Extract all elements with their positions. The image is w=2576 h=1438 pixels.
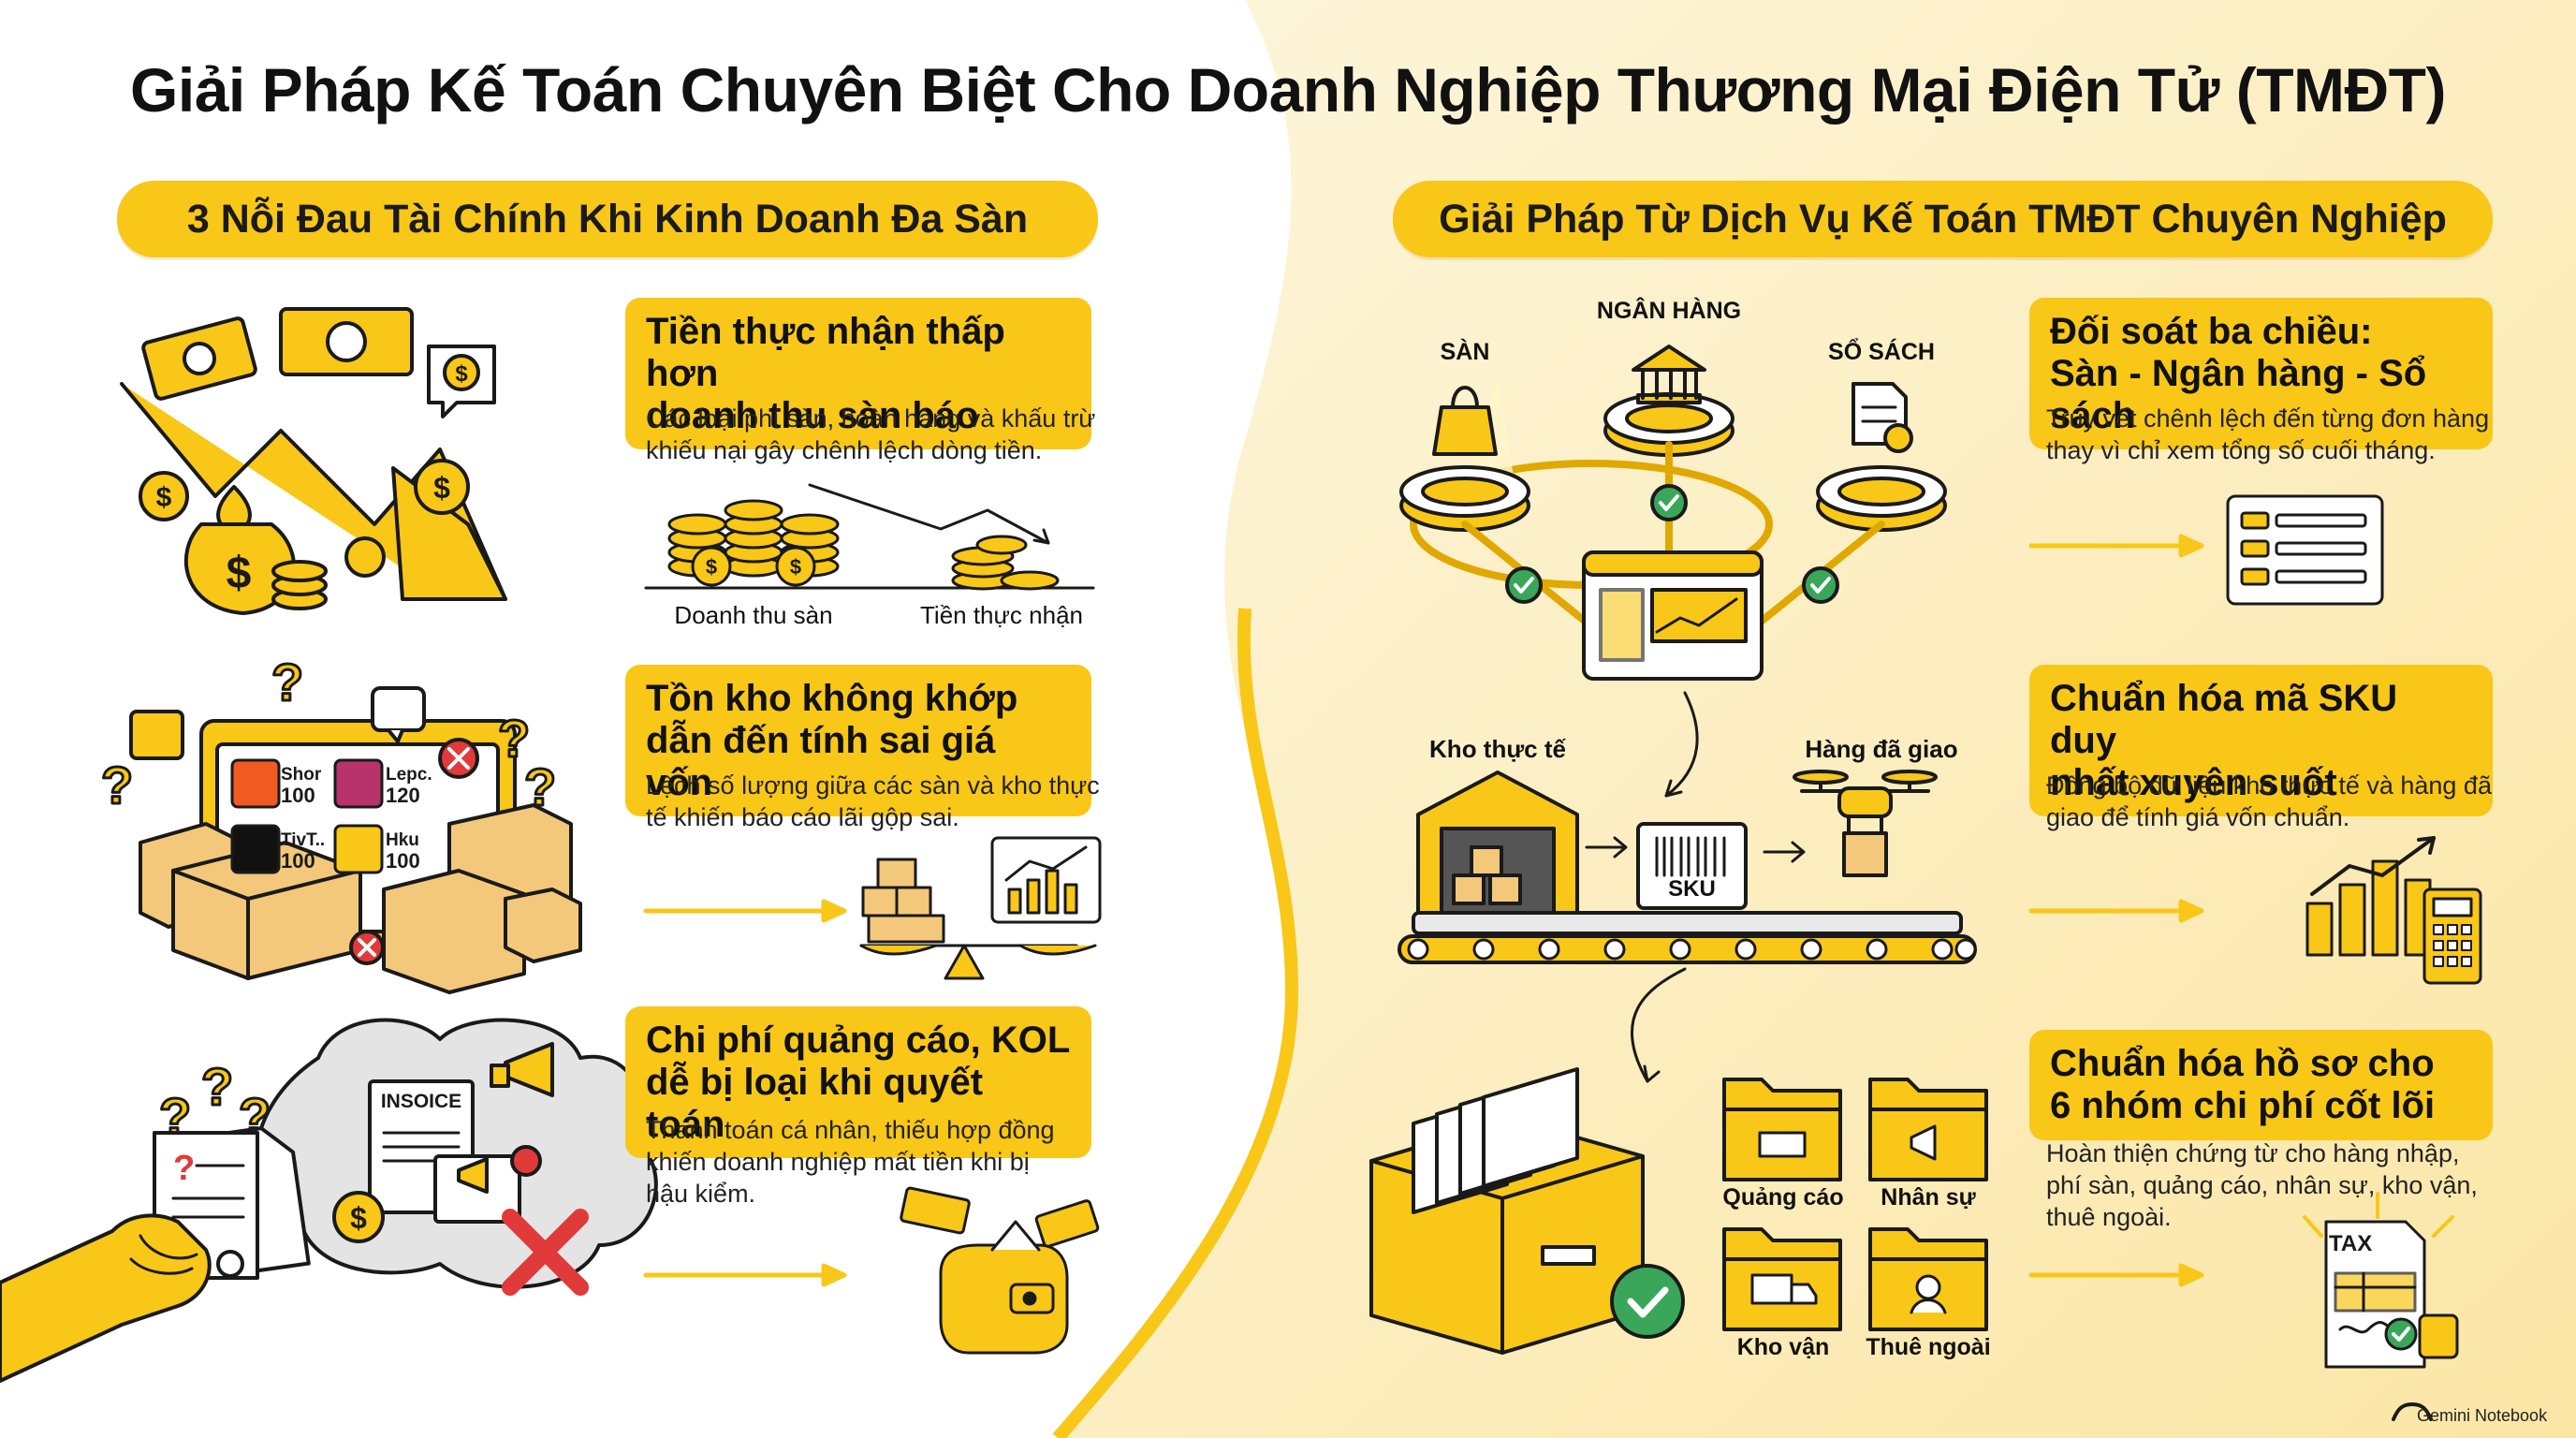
svg-text:?: ? (173, 1149, 195, 1188)
solution-2-title: Chuẩn hóa mã SKU duy nhất xuyên suốt (2029, 665, 2493, 817)
svg-text:?: ? (201, 1057, 233, 1116)
wallet-illustration (900, 1186, 1100, 1355)
svg-text:$: $ (433, 471, 450, 505)
svg-text:$: $ (350, 1201, 367, 1235)
money-falling-illustration: $ $ $ $ (120, 307, 507, 615)
svg-text:$: $ (227, 549, 252, 598)
svg-text:?: ? (524, 757, 556, 816)
svg-text:?: ? (271, 653, 303, 712)
footer-brand: Gemini Notebook (2417, 1406, 2548, 1425)
svg-text:?: ? (101, 756, 133, 814)
svg-text:$: $ (156, 482, 172, 513)
platform-tiles (230, 758, 384, 874)
folder-label-logistics: Kho vận (1736, 1334, 1830, 1360)
page-title: Giải Pháp Kế Toán Chuyên Biệt Cho Doanh … (130, 55, 2446, 125)
three-way-reconciliation-diagram (1399, 345, 1947, 798)
order-checklist-icon (2226, 494, 2384, 606)
solution-2-desc: Đồng bộ dữ liệu kho thực tế và hàng đã g… (2046, 771, 2492, 832)
revenue-vs-received-chart: $ $ (644, 483, 1095, 591)
chart-label-received: Tiền thực nhận (920, 601, 1083, 629)
label-warehouse: Kho thực tế (1429, 735, 1566, 763)
growth-calculator-icon (2305, 836, 2482, 985)
solution-3-desc: Hoàn thiện chứng từ cho hàng nhập, phí s… (2046, 1139, 2478, 1232)
svg-text:$: $ (455, 361, 468, 387)
svg-text:?: ? (498, 709, 530, 768)
tax-document-icon (2303, 1192, 2459, 1369)
solution-3-title: Chuẩn hóa hồ sơ cho 6 nhóm chi phí cốt l… (2029, 1030, 2493, 1140)
solution-1-title: Đối soát ba chiều: Sàn - Ngân hàng - Sổ … (2029, 298, 2493, 450)
recon-label-bank: NGÂN HÀNG (1596, 298, 1742, 324)
gemini-logo-icon (2392, 1402, 2433, 1421)
pain-point-2-desc: Lệch số lượng giữa các sàn và kho thực t… (646, 771, 1100, 832)
folder-label-ads: Quảng cáo (1722, 1184, 1844, 1211)
platform-3: TivT..100 (281, 830, 326, 873)
pain-point-3-desc: Thanh toán cá nhân, thiếu hợp đồng khiến… (646, 1116, 1055, 1209)
chart-label-revenue: Doanh thu sàn (674, 601, 833, 629)
left-section-header: 3 Nỗi Đau Tài Chính Khi Kinh Doanh Đa Sà… (117, 181, 1098, 257)
recon-label-san: SÀN (1440, 339, 1490, 365)
inventory-scale-illustration (859, 836, 1102, 980)
invoice-label: INSOICE (380, 1091, 462, 1112)
expense-folders (1722, 1078, 1988, 1331)
document-filebox-illustration (1369, 1067, 1685, 1355)
tax-label: TAX (2329, 1231, 2373, 1256)
folder-label-outsource: Thuê ngoài (1866, 1334, 1991, 1360)
pain-point-2-title: Tồn kho không khớp dẫn đến tính sai giá … (625, 665, 1091, 817)
svg-text:$: $ (790, 555, 801, 579)
ad-expense-illustration: $ ? (0, 1018, 658, 1383)
recon-label-books: SỔ SÁCH (1828, 339, 1935, 365)
right-section-header: Giải Pháp Từ Dịch Vụ Kế Toán TMĐT Chuyên… (1393, 181, 2493, 257)
pain-point-1-desc: Các loại phí sàn, hoàn hàng và khấu trừ … (646, 404, 1096, 465)
label-delivered: Hàng đã giao (1805, 735, 1958, 763)
solution-1-desc: Truy vết chênh lệch đến từng đơn hàng th… (2046, 404, 2490, 465)
label-sku: SKU (1668, 876, 1716, 902)
flow-arrows (643, 534, 2204, 1287)
svg-text:$: $ (706, 555, 717, 579)
folder-label-hr: Nhân sự (1881, 1184, 1976, 1211)
sku-conveyor-diagram (1398, 770, 1977, 1083)
platform-2: Lepc.120 (386, 765, 432, 807)
pain-point-3-title: Chi phí quảng cáo, KOL dễ bị loại khi qu… (625, 1006, 1091, 1159)
pain-point-1-title: Tiền thực nhận thấp hơn doanh thu sàn bá… (625, 298, 1091, 450)
